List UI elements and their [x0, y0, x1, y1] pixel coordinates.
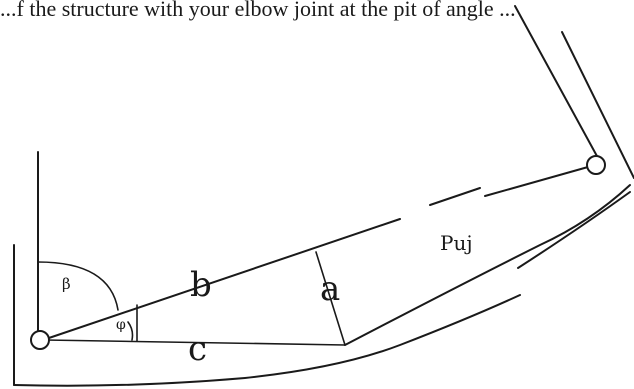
- label-c: c: [188, 329, 207, 369]
- label-a: a: [320, 269, 340, 309]
- side-c-line: [44, 339, 346, 346]
- phi-angle-arc: [127, 321, 134, 341]
- label-b: b: [190, 265, 212, 305]
- top-arm-outer: [561, 31, 634, 179]
- inner-arm-curve: [344, 184, 631, 346]
- outer-arm-curve-lower: [13, 294, 521, 387]
- upper-link-segment: [429, 187, 481, 206]
- upper-link-to-joint: [484, 166, 589, 197]
- right-hinge-joint: [586, 155, 606, 175]
- label-puj: Puj: [440, 231, 473, 255]
- label-phi: φ: [116, 317, 126, 333]
- label-beta: β: [62, 275, 71, 293]
- caption-fragment: ...f the structure with your elbow joint…: [0, 0, 516, 21]
- outer-arm-curve-upper: [517, 191, 631, 269]
- side-a-line: [315, 251, 346, 346]
- beta-angle-arc: [37, 261, 119, 311]
- top-arm-inner: [514, 5, 599, 159]
- side-b-line: [42, 218, 401, 341]
- left-hinge-joint: [30, 330, 50, 350]
